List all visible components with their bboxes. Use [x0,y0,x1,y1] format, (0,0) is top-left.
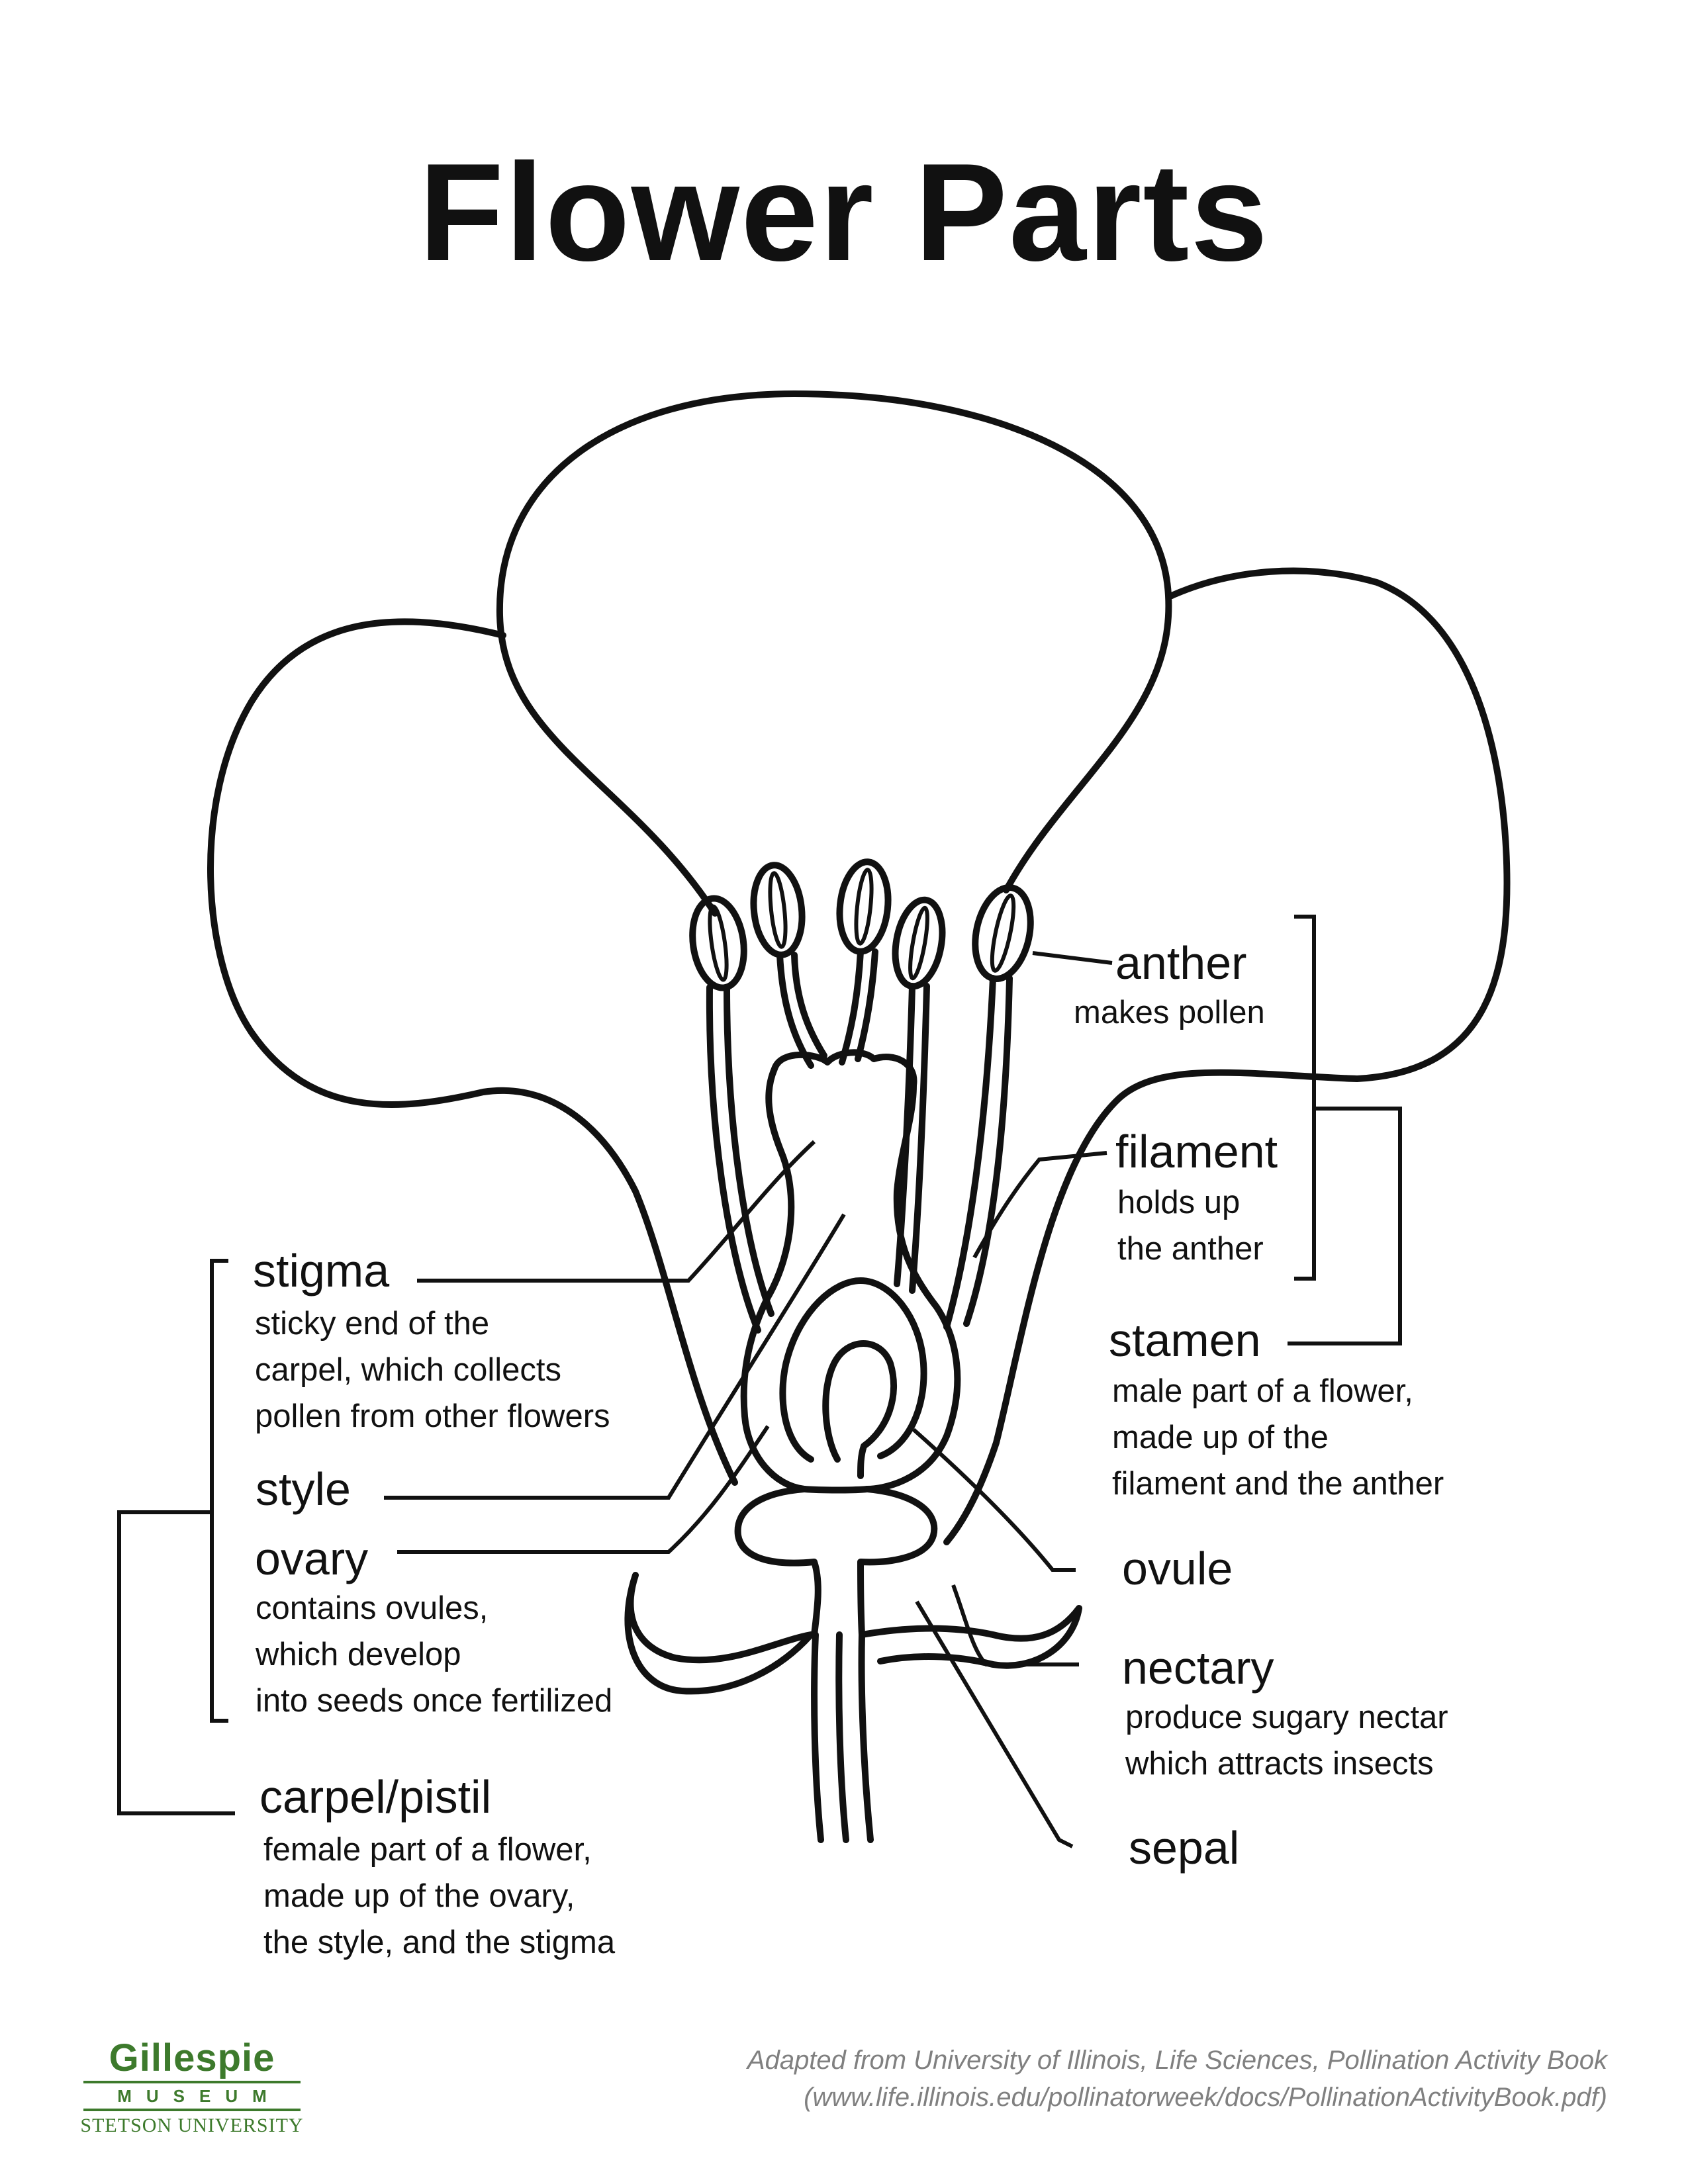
leader-anther [1032,951,1113,965]
label-stamen: stamen [1109,1314,1261,1366]
stem-left [811,1631,824,1843]
label-anther-desc: makes pollen [1074,995,1265,1030]
source-credit: Adapted from University of Illinois, Lif… [747,2042,1607,2116]
label-ovary: ovary [255,1533,369,1584]
stem-center [835,1631,849,1843]
gillespie-museum-logo: Gillespie MUSEUM STETSON UNIVERSITY [79,2038,305,2138]
credit-line-2: (www.life.illinois.edu/pollinatorweek/do… [804,2083,1607,2112]
anther-5 [972,884,1034,982]
logo-museum: MUSEUM [117,2086,281,2106]
leader-ovule [912,1428,1076,1572]
leader-stigma [417,1140,816,1283]
filament-3b [855,948,878,1062]
filament-5 [943,975,996,1330]
label-sepal: sepal [1129,1822,1240,1874]
ovule-shape [822,1340,898,1479]
logo-university: STETSON UNIVERSITY [80,2115,304,2136]
petal-left [207,618,738,1486]
sepal-right [859,1605,1082,1669]
label-stigma: stigma [253,1245,390,1297]
page-title: Flower Parts [418,134,1270,290]
leader-filament [972,1151,1107,1259]
bracket-anther-filament [1294,915,1316,1281]
anther-4 [892,896,946,990]
label-ovule: ovule [1122,1543,1233,1594]
stem-right [858,1631,874,1843]
ovary-wall [779,1277,927,1463]
sepal-left [624,1572,814,1695]
filament-4b [909,983,930,1294]
label-ovary-desc: contains ovules, which develop into seed… [256,1590,613,1719]
bracket-carpel [117,1510,235,1815]
label-stamen-desc: male part of a flower, made up of the fi… [1112,1373,1444,1502]
bracket-pistil-parts [210,1259,228,1723]
filament-1 [706,984,761,1334]
leader-style [384,1213,846,1500]
filament-1b [724,984,774,1317]
filament-2b [791,952,827,1059]
label-style: style [256,1463,351,1515]
logo-name: Gillespie [109,2036,275,2079]
label-carpel-pistil: carpel/pistil [259,1771,492,1823]
label-nectary-desc: produce sugary nectar which attracts ins… [1125,1700,1448,1782]
petal-center [496,390,1172,917]
anther-4-slit [908,905,929,981]
receptacle-left [734,1486,821,1638]
leader-ovary [397,1425,770,1554]
leader-sepal [915,1600,1074,1848]
label-filament: filament [1115,1126,1278,1177]
logo-divider [83,2081,301,2083]
label-filament-desc: holds up the anther [1117,1185,1264,1267]
label-carpel-pistil-desc: female part of a flower, made up of the … [263,1832,616,1960]
anther-2-slit [768,871,788,949]
label-nectary: nectary [1122,1642,1274,1694]
filament-3 [839,948,864,1066]
label-stigma-desc: sticky end of the carpel, which collects… [255,1306,610,1434]
logo-divider-2 [83,2109,301,2111]
credit-line-1: Adapted from University of Illinois, Lif… [747,2046,1607,2075]
petal-right [943,567,1511,1545]
leader-nectary [951,1584,1079,1666]
anther-5-slit [990,893,1016,973]
anther-1-slit [708,904,729,982]
bracket-stamen [1288,1107,1402,1345]
anther-3-slit [854,868,874,946]
filament-5b [963,975,1013,1327]
label-anther: anther [1115,937,1247,989]
pistil-outline [740,1049,961,1494]
receptacle-right [857,1486,938,1638]
